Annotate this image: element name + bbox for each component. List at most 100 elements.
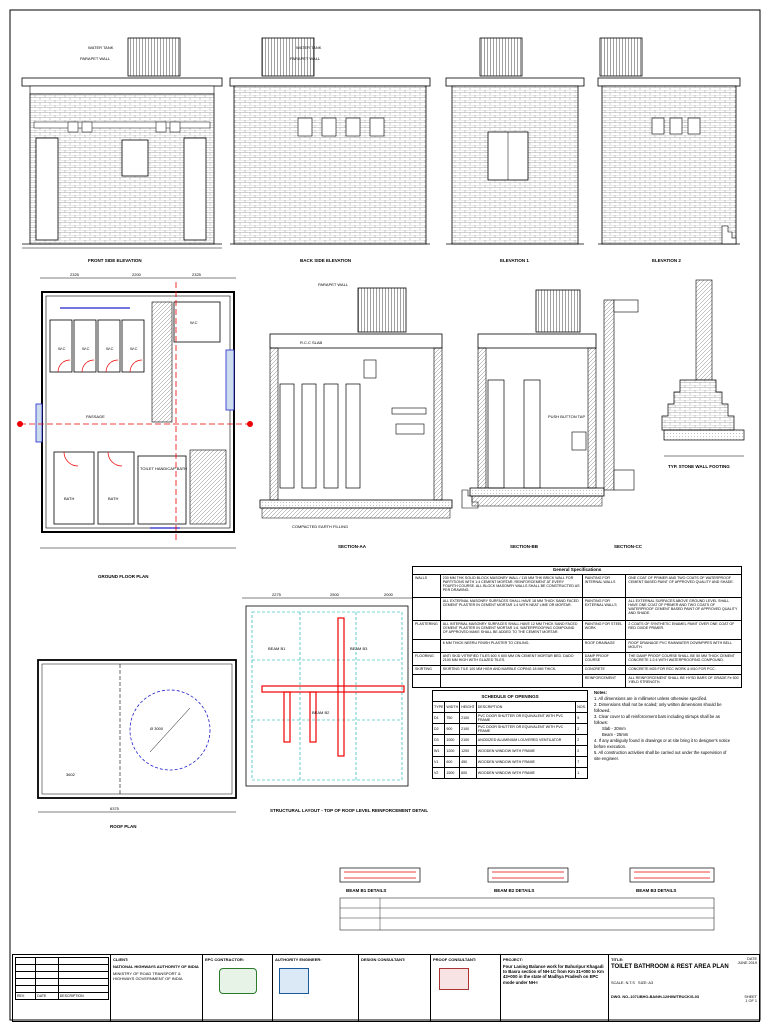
project-block: PROJECT: Four Laning Balance work for Ba… [501,955,609,1021]
note-item: 3. Clear cover to all reinforcement bars… [594,714,720,725]
rev-date-header: DATE [35,992,59,1000]
parapet-wall-label: PARAPET WALL [80,56,111,61]
front-elevation: WATER TANK PARAPET WALL FRONT SIDE ELEVA… [21,37,223,263]
beam-details: BEAM B1 DETAILS BEAM B2 DETAILS BEAM B3 … [339,867,715,931]
title-block: REV. DATE DESCRIPTION CLIENT: NATIONAL H… [12,954,760,1022]
rev-desc-header: DESCRIPTION [57,992,110,1000]
svg-text:W.C: W.C [130,346,138,351]
earth-filling-label: COMPACTED EARTH FILLING [292,524,348,529]
structural-reinforcement: 2275 2500 2000 BEAM B1 BEAM B2 BEAM B3 S… [242,592,428,813]
back-elevation: WATER TANK PARAPET WALL BACK SIDE ELEVAT… [229,37,431,263]
note-item: 5. All construction activities shall be … [594,750,727,761]
sheet-value: 1 OF 1 [745,999,757,1003]
section-aa-caption: SECTION-AA [338,544,367,549]
elevation-2-caption: ELEVATION 2 [652,258,681,263]
roof-plan-caption: ROOF PLAN [110,824,137,829]
table-row: 6 MM THICK NEERU FINISH PLASTER TO CEILI… [412,638,742,653]
reinforcement-caption: STRUCTURAL LAYOUT - TOP OF ROOF LEVEL RE… [270,808,428,813]
back-parapet-label: PARAPET WALL [290,56,321,61]
svg-text:BATH: BATH [64,496,74,501]
back-water-tank-label: WATER TANK [296,45,322,50]
ground-floor-plan: 2325 2200 2325 W.C W.C W. [17,272,253,579]
svg-text:2000: 2000 [384,592,394,597]
roof-plan: Ø 3000 6375 3602 ROOF PLAN [37,659,237,829]
note-item: Beam - 25mm [602,732,629,737]
beam-b2-caption: BEAM B2 DETAILS [494,888,534,893]
svg-text:2275: 2275 [272,592,282,597]
elevation-1-caption: ELEVATION 1 [500,258,529,263]
scale-value: N.T.S [625,981,635,985]
rev-header: REV. [14,992,37,1000]
section-aa: R.C.C SLAB PARAPET WALL COMPACTED EARTH … [259,282,453,549]
svg-text:TOILET HANDICAP BATH: TOILET HANDICAP BATH [140,466,187,471]
spec-title: General Specifications [412,565,742,576]
ae-logo [279,968,309,994]
revision-block: REV. DATE DESCRIPTION [13,955,111,1021]
svg-text:6375: 6375 [110,806,120,811]
svg-text:PASSAGE: PASSAGE [86,414,105,419]
svg-text:BEAM B1: BEAM B1 [268,646,286,651]
schedule-title: SCHEDULE OF OPENINGS [432,690,588,702]
note-item: 1. All dimensions are in millimeter unle… [594,696,708,701]
svg-text:BEAM B3: BEAM B3 [350,646,368,651]
section-cc: SECTION-CC [603,299,643,549]
section-bb: PUSH BUTTON TAP SECTION-BB [461,289,605,549]
svg-text:W.C: W.C [190,320,198,325]
drawing-title: TOILET BATHROOM & REST AREA PLAN [611,964,729,970]
date-value: JUNE 2019 [737,961,757,965]
project-name: Four Laning Balance work for Bahuripur K… [503,964,604,985]
svg-text:PARAPET WALL: PARAPET WALL [318,282,349,287]
section-cc-caption: SECTION-CC [614,544,643,549]
authority-engineer-block: AUTHORITY ENGINEER: [273,955,359,1021]
dwg-number: DWG. NO.-1071/BHO-BA/NH-12/HIW/TRUCK/S-0… [611,995,699,999]
svg-text:2325: 2325 [192,272,202,277]
tank-dia-label: Ø 3000 [150,726,164,731]
client-sub: MINISTRY OF ROAD TRANSPORT & HIGHWAYS GO… [113,971,183,981]
side-elevation-1: ELEVATION 1 [445,37,585,263]
client-name: NATIONAL HIGHWAYS AUTHORITY OF INDIA [113,964,199,969]
sheet-border [9,9,761,1021]
svg-text:2200: 2200 [132,272,142,277]
note-item: 4. If any ambiguity found in drawings or… [594,738,731,749]
water-tank-shape [127,37,181,77]
note-item: Slab - 20mm [602,726,626,731]
proof-consultant-block: PROOF CONSULTANT: [431,955,501,1021]
rcc-slab-label: R.C.C SLAB [300,340,323,345]
notes-block: Notes: 1. All dimensions are in millimet… [594,690,734,762]
front-elevation-caption: FRONT SIDE ELEVATION [88,258,142,263]
beam-b3-caption: BEAM B3 DETAILS [636,888,676,893]
side-elevation-2: ELEVATION 2 [597,37,741,263]
svg-text:2325: 2325 [70,272,80,277]
svg-text:2500: 2500 [330,592,340,597]
push-button-tap-label: PUSH BUTTON TAP [548,414,585,419]
ground-floor-plan-caption: GROUND FLOOR PLAN [98,574,149,579]
beam-b1-caption: BEAM B1 DETAILS [346,888,386,893]
client-block: CLIENT: NATIONAL HIGHWAYS AUTHORITY OF I… [111,955,203,1021]
svg-text:BEAM B2: BEAM B2 [312,710,330,715]
table-row: ALL EXTERNAL MASONRY SURFACES SHALL HAVE… [412,597,742,622]
stone-wall-footing: TYP. STONE WALL FOOTING [661,279,745,469]
section-bb-caption: SECTION-BB [510,544,539,549]
svg-text:BATH: BATH [108,496,118,501]
water-tank-label: WATER TANK [88,45,114,50]
drawing-title-block: TITLE: TOILET BATHROOM & REST AREA PLAN … [611,957,757,1003]
epc-logo [218,968,257,994]
svg-text:3602: 3602 [66,772,76,777]
proof-logo [439,968,469,990]
wall-footing-caption: TYP. STONE WALL FOOTING [668,464,730,469]
svg-text:W.C: W.C [58,346,66,351]
